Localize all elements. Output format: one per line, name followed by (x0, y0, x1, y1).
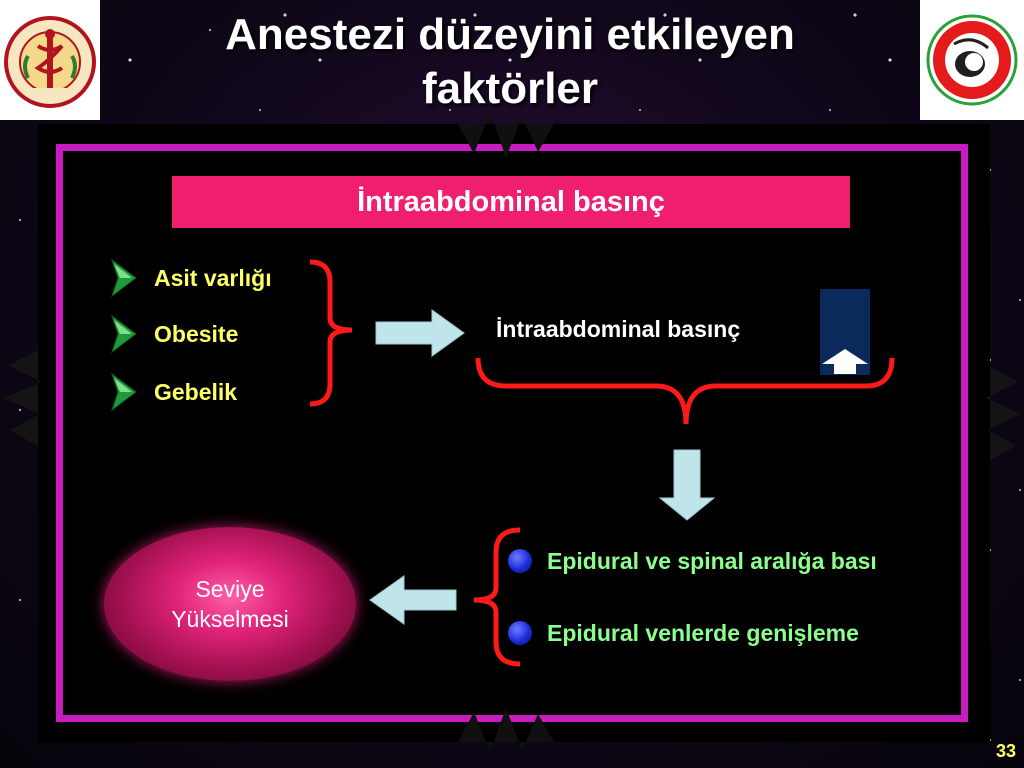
green-chevron-icon (111, 314, 137, 354)
title-line-1: Anestezi düzeyini etkileyen (225, 10, 795, 59)
cause-label: Gebelik (154, 378, 238, 405)
result-text: İntraabdominal basınç (496, 316, 741, 342)
right-arrow-icon (375, 309, 465, 357)
header-bar-text: İntraabdominal basınç (357, 185, 665, 218)
page-number: 33 (995, 741, 1016, 761)
magenta-frame (56, 144, 968, 722)
left-arrow-icon (369, 575, 457, 625)
list-item: Asit varlığı (108, 258, 272, 298)
green-chevron-icon (111, 372, 137, 412)
blue-dot-icon (508, 549, 532, 573)
list-item: Obesite (108, 314, 238, 354)
down-arrow-icon (658, 449, 716, 521)
list-item: Gebelik (108, 372, 237, 412)
cause-label: Asit varlığı (154, 264, 272, 291)
slide-title: Anestezi düzeyini etkileyen faktörler (110, 8, 910, 116)
effects-brace (473, 527, 521, 667)
causes-brace (309, 259, 353, 407)
gulhane-seal-icon (4, 16, 96, 108)
anesthesiology-logo (920, 0, 1024, 120)
title-line-2: faktörler (421, 64, 599, 113)
green-chevron-icon (111, 258, 137, 298)
anesthesiology-seal-icon (926, 14, 1018, 106)
right-spikes (986, 366, 1020, 460)
bottom-spikes (458, 708, 554, 752)
outcome-line-1: Seviye (195, 576, 265, 602)
blue-dot-icon (508, 621, 532, 645)
effect-label: Epidural venlerde genişleme (547, 619, 859, 646)
list-item: Epidural venlerde genişleme (508, 615, 859, 651)
gulhane-logo (0, 0, 100, 120)
outcome-line-2: Yükselmesi (171, 606, 289, 632)
left-spikes (4, 350, 42, 446)
result-brace (475, 357, 895, 425)
top-spikes (458, 112, 554, 158)
effect-label: Epidural ve spinal aralığa bası (547, 547, 877, 574)
cause-label: Obesite (154, 320, 239, 347)
up-arrow-icon (820, 289, 870, 375)
outcome-ellipse: Seviye Yükselmesi (104, 527, 356, 681)
list-item: Epidural ve spinal aralığa bası (508, 543, 877, 579)
header-bar: İntraabdominal basınç (172, 176, 850, 228)
